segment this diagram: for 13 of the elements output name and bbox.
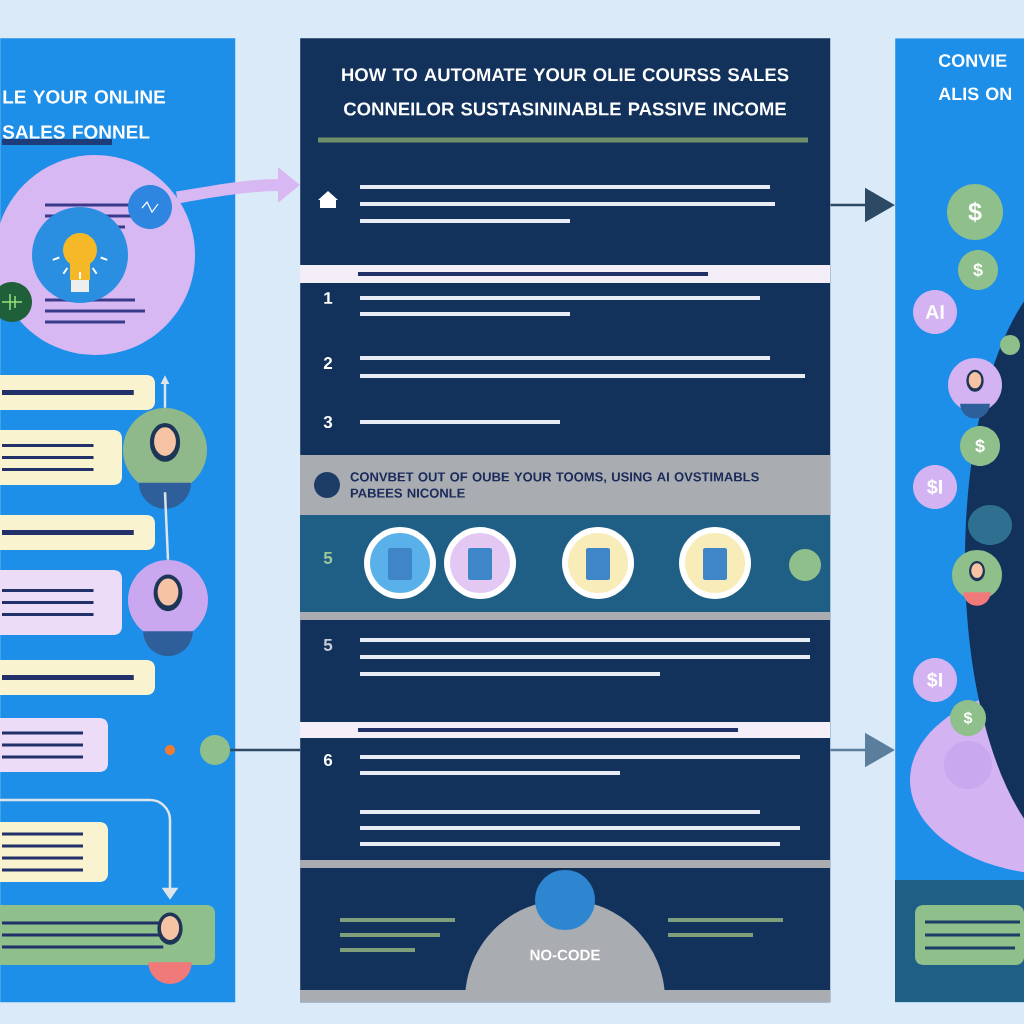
step-number: 5: [323, 639, 333, 651]
step-number: 3: [323, 415, 333, 429]
heading-band: CONVBET OUT OF OUBE YOUR TOOMS, USING AI OVSTIMABLS PABEES NICONLE: [300, 455, 830, 515]
step-number: 6: [323, 754, 333, 767]
avatar-icon: [148, 912, 192, 984]
avatar-icon: [123, 408, 207, 509]
arch-badge: NO-CODE: [465, 870, 665, 1000]
step-number: 5: [323, 552, 333, 564]
step-number: 2: [323, 357, 333, 369]
avatar-icon: [128, 560, 208, 656]
circle: [200, 735, 230, 765]
step-number: 1: [324, 292, 333, 304]
node-label: NO-CODE: [530, 949, 600, 961]
